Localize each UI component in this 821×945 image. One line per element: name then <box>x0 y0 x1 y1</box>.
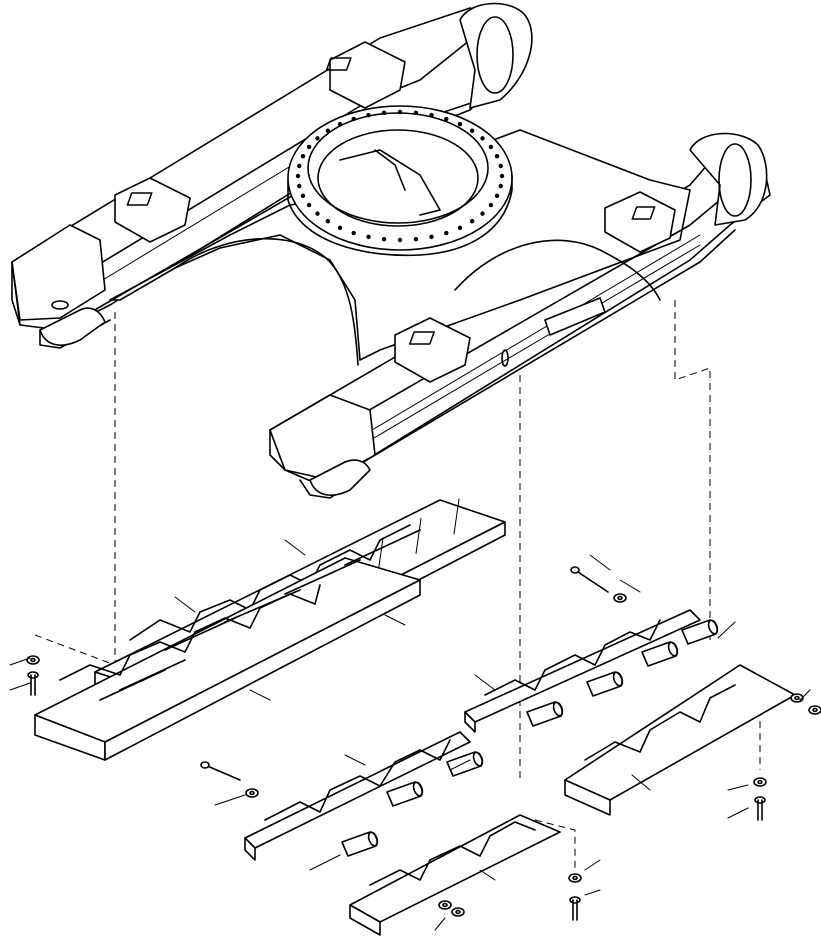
leader-line <box>474 674 496 691</box>
bolt-hole <box>444 230 449 236</box>
leader-line <box>584 889 601 896</box>
spacer-pin <box>386 781 424 807</box>
bolt-hole <box>444 116 449 122</box>
track-guard-center-lower <box>349 814 561 936</box>
bolt-hole <box>315 136 320 141</box>
bolt-hole <box>397 109 403 115</box>
spacer-pin <box>641 641 679 667</box>
track-guard-right-upper <box>464 609 701 733</box>
washer <box>26 655 40 665</box>
bolt <box>754 796 766 821</box>
bolt <box>569 896 581 921</box>
spacer-pin <box>526 701 564 727</box>
bolt-hole <box>480 211 485 216</box>
washer <box>438 900 452 910</box>
bolt <box>570 566 609 593</box>
bolt-hole <box>351 230 356 236</box>
leader-line <box>344 754 366 766</box>
bolt-hole <box>457 122 463 127</box>
bolt-hole <box>295 173 301 179</box>
washer <box>808 705 821 715</box>
track-guard-center-upper <box>244 731 471 861</box>
spacer-pin <box>341 831 379 857</box>
spacer-pins <box>341 619 719 857</box>
leader-line <box>384 614 406 626</box>
leader-line <box>589 554 611 571</box>
leader-line <box>9 657 31 666</box>
washer <box>568 873 582 883</box>
bolt-hole <box>325 128 331 133</box>
bolt-hole <box>366 112 371 118</box>
bolt-hole <box>381 237 387 242</box>
leader-line <box>449 759 471 771</box>
track-guard-left-lower <box>34 557 421 761</box>
bolt-hole <box>469 219 475 224</box>
spacer-pin <box>446 751 484 777</box>
bolt <box>27 671 39 696</box>
leader-lines <box>9 539 811 931</box>
bolt-hole <box>413 237 419 242</box>
bolt-hole <box>499 173 505 179</box>
bolt-hole <box>494 193 500 198</box>
bolt-hole <box>488 144 494 150</box>
bolt-hole <box>498 163 503 169</box>
bolt-hole <box>469 128 475 133</box>
washer <box>245 788 259 798</box>
bolt-hole <box>325 219 331 224</box>
bolt-hole <box>300 154 306 159</box>
bolt-hole <box>306 202 312 208</box>
leader-line <box>717 621 736 639</box>
leader-line <box>584 859 601 871</box>
bolt-hole <box>397 237 403 243</box>
bolt-hole <box>429 112 434 118</box>
bolt-hole <box>480 136 485 141</box>
bolt-hole <box>337 122 343 127</box>
leader-line <box>727 807 749 819</box>
bolt-hole <box>337 225 343 230</box>
bolt-hole <box>494 154 500 159</box>
washer <box>451 907 465 917</box>
bolt-hole <box>429 234 434 240</box>
leader-line <box>249 689 271 701</box>
bolt-hole <box>381 110 387 115</box>
leader-line <box>799 689 811 701</box>
leader-line <box>9 682 31 691</box>
bolt-hole <box>488 202 494 208</box>
spacer-pin <box>99 529 421 701</box>
bolt-hole <box>297 163 302 169</box>
leader-line <box>214 794 246 806</box>
bolt-hole <box>498 183 503 189</box>
bolt-hole <box>351 116 356 122</box>
leader-line <box>309 854 341 871</box>
bolt-hole <box>315 211 320 216</box>
swing-circle-mount <box>287 105 513 257</box>
leader-line <box>479 869 496 881</box>
leader-line <box>619 579 641 593</box>
track-frame <box>11 2 771 499</box>
leader-line <box>727 784 749 791</box>
leader-line <box>284 539 306 556</box>
washer <box>613 593 627 603</box>
leader-line <box>631 774 651 791</box>
leader-line <box>434 917 446 931</box>
spacer-pin <box>681 619 719 645</box>
bolt-hole <box>297 183 302 189</box>
washer <box>753 777 767 787</box>
bolt <box>200 761 241 781</box>
bolt-hole <box>413 110 419 115</box>
washer <box>790 693 804 703</box>
bolt-hole <box>366 234 371 240</box>
spacer-pin <box>586 671 624 697</box>
bolt-hole <box>306 144 312 150</box>
bolt-hole <box>457 225 463 230</box>
bolt-hole <box>300 193 306 198</box>
leader-line <box>174 596 196 613</box>
